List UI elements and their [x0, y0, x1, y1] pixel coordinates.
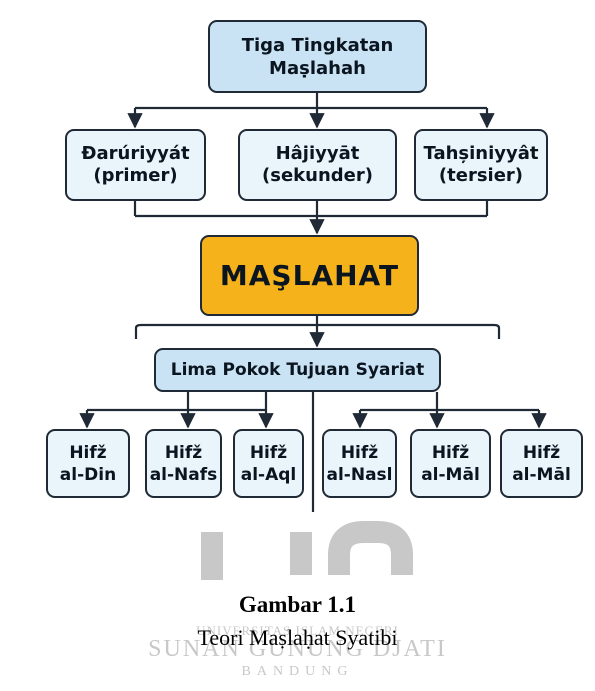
hifz-line2: al-Māl [512, 464, 571, 485]
box-hajiyyat-line1: Hâjiyyāt [275, 143, 360, 164]
hifz-line1: Hifž [340, 442, 379, 463]
hifz-line2: al-Māl [421, 464, 480, 485]
hifz-line2: al-Din [59, 464, 117, 485]
box-tahsiniyyat: Tahșiniyyât (tersier) [414, 129, 548, 201]
box-maslahat-label: MAŞLAHAT [219, 259, 400, 292]
box-hifz-mal: Hifž al-Māl [410, 429, 491, 498]
box-lima-pokok: Lima Pokok Tujuan Syariat [154, 348, 441, 392]
hifz-line2: al-Nafs [149, 464, 218, 485]
box-daruriyyat-line1: Đarúriyyát [81, 143, 190, 164]
box-hifz-aql: Hifž al-Aql [233, 429, 304, 498]
watermark-logo [201, 521, 413, 580]
hifz-line1: Hifž [69, 442, 107, 463]
box-hifz-mal-2: Hifž al-Māl [500, 429, 583, 498]
box-hajiyyat: Hâjiyyāt (sekunder) [238, 129, 397, 201]
connectors-bottom [79, 392, 547, 512]
box-hifz-nafs: Hifž al-Nafs [145, 429, 222, 498]
box-maslahat: MAŞLAHAT [200, 235, 419, 316]
hifz-line1: Hifž [249, 442, 288, 463]
box-lima-pokok-label: Lima Pokok Tujuan Syariat [170, 360, 425, 380]
box-hajiyyat-line2: (sekunder) [262, 165, 373, 186]
box-tiga-tingkatan: Tiga Tingkatan Maṣlahah [208, 20, 427, 93]
figure-title: Teori Maṣlaḥat Syatibi [197, 625, 398, 650]
box-top-line2: Maṣlahah [269, 57, 366, 79]
hifz-line1: Hifž [431, 442, 470, 463]
hifz-line2: al-Nasl [326, 464, 393, 485]
box-hifz-nasl: Hifž al-Nasl [322, 429, 397, 498]
box-top-line1: Tiga Tingkatan [241, 34, 394, 56]
connectors-top [127, 93, 501, 348]
box-tahsiniyyat-line2: (tersier) [438, 165, 524, 186]
hifz-line2: al-Aql [240, 464, 297, 485]
box-daruriyyat: Đarúriyyát (primer) [65, 129, 206, 201]
hifz-line1: Hifž [522, 442, 561, 463]
box-tahsiniyyat-line1: Tahșiniyyât [423, 143, 539, 164]
figure-label: Gambar 1.1 [238, 592, 357, 617]
box-daruriyyat-line2: (primer) [93, 165, 178, 186]
hifz-line1: Hifž [164, 442, 203, 463]
box-hifz-din: Hifž al-Din [46, 429, 130, 498]
